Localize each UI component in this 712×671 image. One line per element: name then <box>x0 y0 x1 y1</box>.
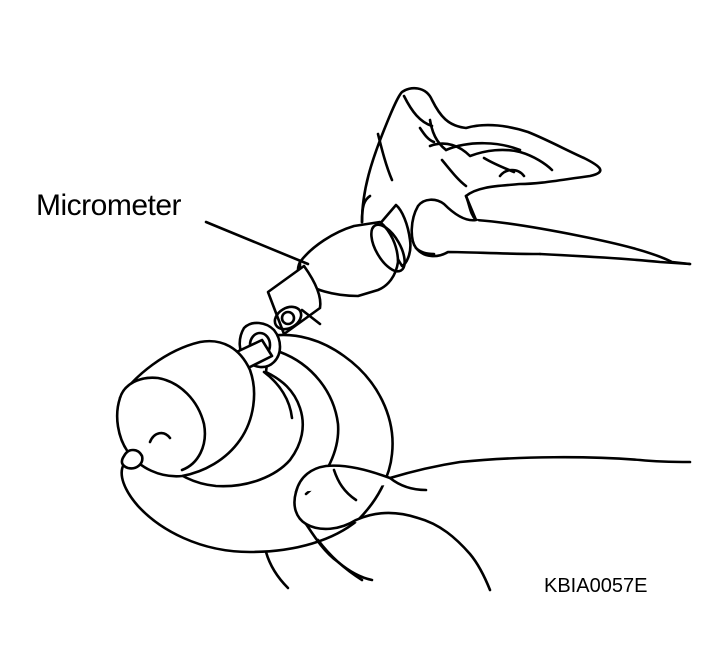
micrometer-frame-drawing <box>115 321 394 554</box>
callout-leader-line <box>204 220 310 266</box>
micrometer-callout-label: Micrometer <box>36 189 182 222</box>
micrometer-thimble-drawing <box>266 203 412 336</box>
figure-reference-code: KBIA0057E <box>544 575 648 597</box>
lower-hand-drawing <box>264 455 692 592</box>
upper-hand-drawing <box>360 86 692 266</box>
